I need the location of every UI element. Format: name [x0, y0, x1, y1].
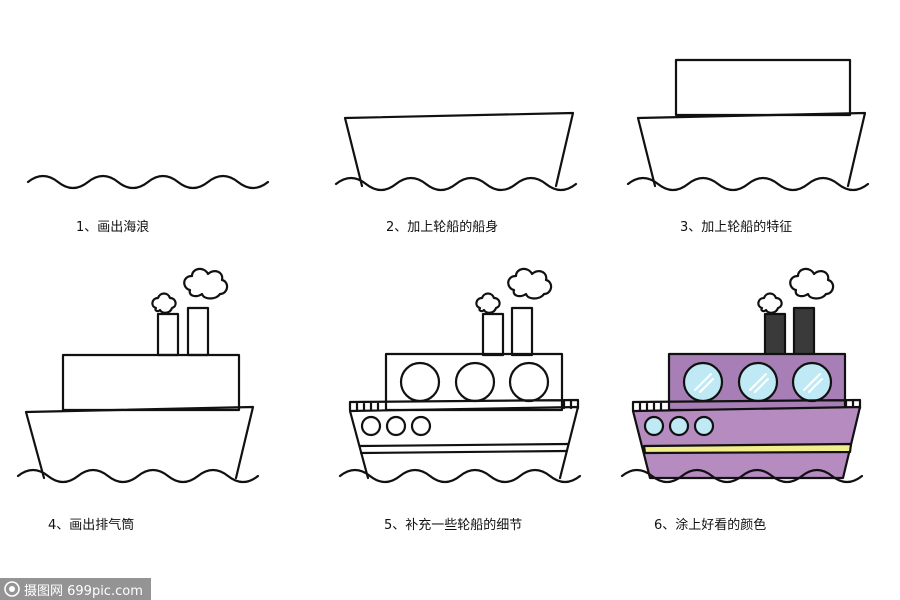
funnel-outline [510, 306, 534, 357]
step-4-caption: 4、画出排气筒 [48, 518, 135, 533]
funnel-colored [792, 306, 816, 357]
deck-railing [631, 398, 862, 412]
smoke-puff [151, 292, 177, 314]
step-6-caption: 6、涂上好看的颜色 [654, 518, 767, 533]
smoke-puff [789, 267, 835, 300]
step-5-drawing [338, 267, 582, 484]
hull-porthole-colored [643, 415, 665, 437]
cabin-outline [61, 353, 241, 412]
step-3-caption: 3、加上轮船的特征 [680, 220, 793, 235]
funnel-colored [763, 312, 787, 357]
step-2-caption: 2、加上轮船的船身 [386, 220, 499, 235]
hull-porthole-colored [668, 415, 690, 437]
smoke-puff [507, 267, 553, 300]
hull-outline [348, 405, 580, 480]
cabin-porthole [454, 361, 496, 403]
hull-stripe-line [359, 449, 569, 455]
wave-line [16, 468, 260, 484]
step-1-drawing [26, 174, 270, 190]
step-4-drawing [16, 267, 260, 484]
funnel-outline [156, 312, 180, 357]
smoke-puff [475, 292, 501, 314]
hull-colored [631, 405, 862, 480]
funnel-outline [186, 306, 210, 357]
cabin-porthole [399, 361, 441, 403]
hull-outline [636, 111, 867, 188]
smoke-puff [183, 267, 229, 300]
cabin-outline [384, 352, 564, 412]
step-5-caption: 5、补充一些轮船的细节 [384, 518, 523, 533]
hull-porthole [360, 415, 382, 437]
cabin-outline [674, 58, 852, 117]
cabin-porthole [508, 361, 550, 403]
wave-line [338, 468, 582, 484]
hull-outline [24, 405, 255, 480]
wave-line [334, 176, 578, 192]
deck-railing [348, 398, 580, 412]
step-3-drawing [626, 58, 870, 192]
hull-porthole-colored [693, 415, 715, 437]
hull-stripe-line [358, 442, 570, 448]
funnel-outline [481, 312, 505, 357]
hull-outline [343, 111, 575, 188]
hull-porthole [385, 415, 407, 437]
hull-porthole [410, 415, 432, 437]
wave-line [26, 174, 270, 190]
hull-stripe-colored [642, 442, 853, 455]
watermark-text: 摄图网 699pic.com [24, 583, 143, 599]
step-1-caption: 1、画出海浪 [76, 220, 150, 235]
step-2-drawing [334, 111, 578, 192]
camera-lens-icon [4, 581, 20, 597]
smoke-puff [757, 292, 783, 314]
watermark: 摄图网 699pic.com [0, 578, 151, 600]
step-6-drawing [620, 267, 864, 484]
wave-line [626, 176, 870, 192]
